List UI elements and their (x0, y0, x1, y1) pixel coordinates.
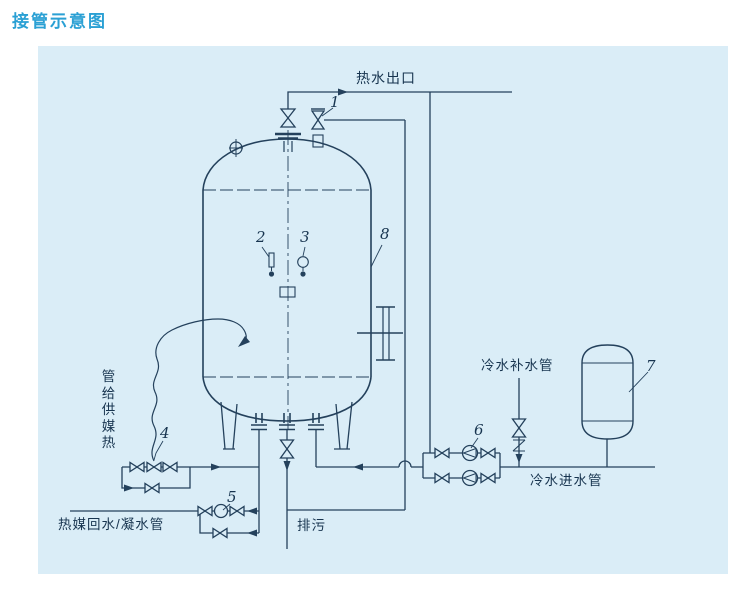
flow-arrow-down (283, 461, 291, 471)
flow-arrow-down (515, 454, 523, 463)
nameplate-box (279, 286, 296, 298)
heating-return-group (70, 430, 260, 539)
heat-supply-pipe-label: 管给供媒热 (101, 369, 116, 450)
circulation-pump-group (422, 437, 655, 487)
callout-3: 3 (300, 228, 310, 246)
tank-leg-right (334, 401, 353, 450)
flow-arrow-right (338, 88, 348, 96)
callout-6-leader (470, 437, 479, 449)
drain-label: 排污 (297, 518, 326, 533)
callout-5-leader (222, 503, 231, 511)
page-title: 接管示意图 (12, 12, 107, 31)
tank-bottom-nozzles (251, 413, 324, 431)
pipe-crossover-bump (398, 460, 412, 468)
storage-tank (202, 104, 403, 450)
callout-1: 1 (330, 93, 340, 111)
dome-fitting-icon (229, 139, 243, 157)
heating-supply-group (121, 318, 259, 494)
callout-4-leader (153, 440, 164, 461)
hose-arrow (238, 336, 250, 347)
hot-water-outlet-pipe (287, 88, 512, 453)
side-flange (357, 306, 403, 361)
callout-2: 2 (256, 228, 266, 246)
callout-7: 7 (646, 357, 656, 375)
callout-8-leader (370, 244, 383, 268)
flow-arrow-left (353, 463, 363, 471)
steam-trap-icon (213, 503, 229, 519)
flexible-hose (151, 318, 247, 462)
callout-7-leader (628, 371, 649, 393)
heat-return-pipe-label: 热媒回水/凝水管 (58, 517, 165, 532)
check-valve-icon (512, 439, 526, 452)
callout-8: 8 (380, 225, 390, 243)
flow-arrow-left (247, 529, 257, 537)
callout-6: 6 (474, 421, 484, 439)
cold-inlet-pipe-label: 冷水进水管 (530, 473, 603, 488)
hot-water-outlet-label: 热水出口 (356, 70, 416, 86)
expansion-tank (581, 344, 649, 467)
callout-5: 5 (227, 488, 237, 506)
callout-1-leader (321, 107, 334, 117)
safety-valve-assembly (310, 107, 406, 510)
tank-top-nozzle (275, 108, 301, 152)
drain-line (279, 430, 405, 549)
flow-arrow-right (124, 484, 134, 492)
cold-water-makeup-pipe (511, 378, 527, 467)
tank-leg-left (220, 401, 238, 450)
flow-arrow-left (247, 507, 257, 515)
thermometer-icon (261, 246, 275, 277)
flow-arrow-right (211, 463, 221, 471)
safety-discharge-pipe (324, 119, 406, 510)
cold-water-to-tank-pipe (315, 430, 423, 471)
cold-makeup-pipe-label: 冷水补水管 (481, 358, 554, 373)
callout-4: 4 (160, 424, 170, 442)
pressure-gauge-icon (297, 246, 309, 277)
